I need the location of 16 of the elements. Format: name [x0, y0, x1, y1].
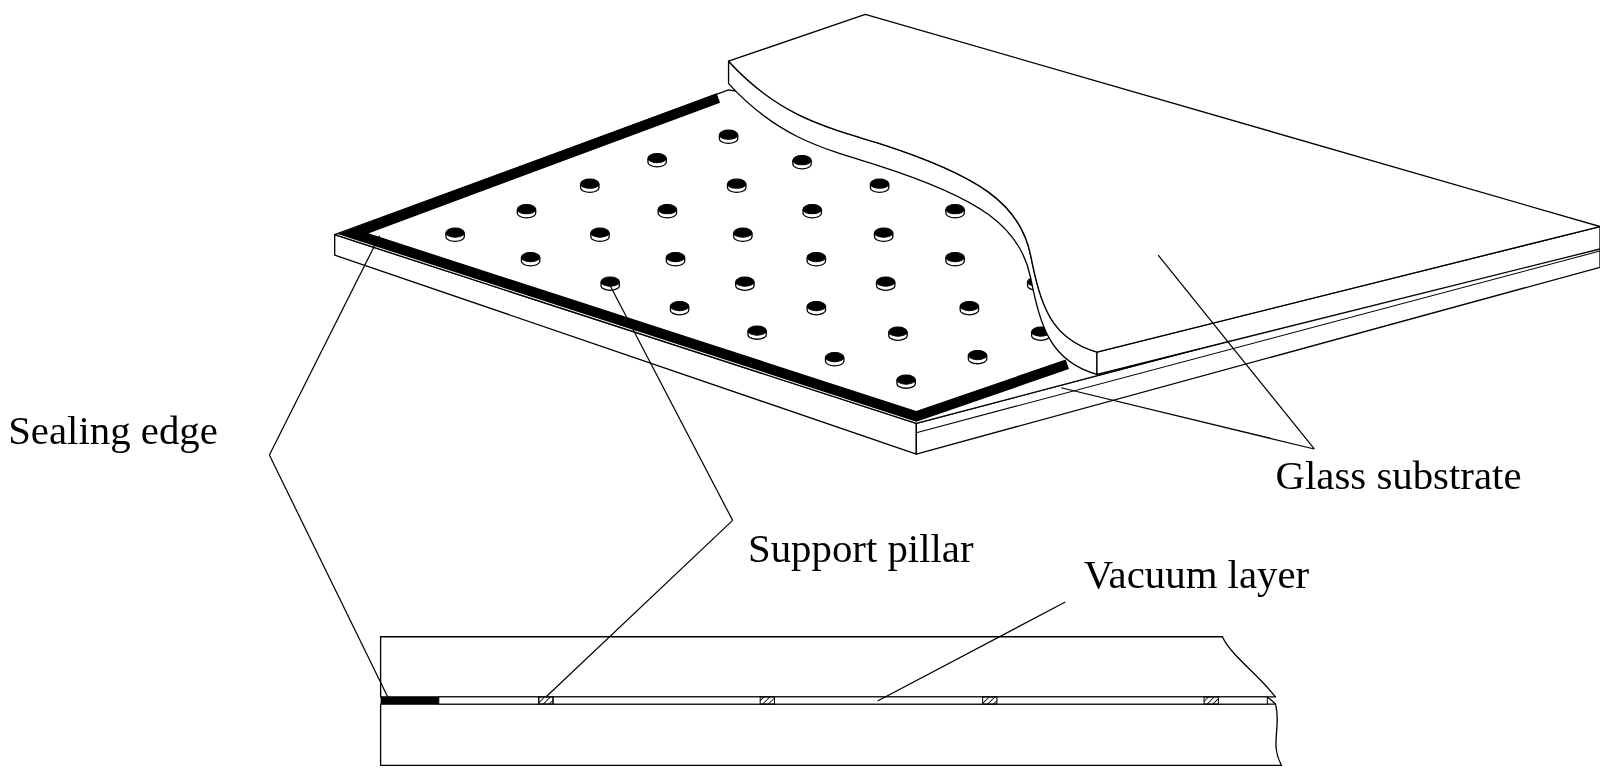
leader-line [268, 454, 389, 698]
part-label: Sealing edge [8, 410, 218, 451]
vacuum-layer [438, 696, 1268, 705]
sealing-edge [380, 696, 439, 705]
leader-line [268, 235, 381, 456]
leader-line [876, 601, 1066, 702]
part-label: Glass substrate [1275, 455, 1522, 496]
part-label: Support pillar [747, 528, 974, 570]
leader-line [1060, 387, 1315, 450]
part-label: Vacuum layer [1083, 554, 1310, 595]
glass-pane [727, 13, 1600, 376]
leader-line [545, 519, 734, 698]
support-pillar [600, 276, 621, 291]
leader-line [1157, 254, 1315, 450]
leader-line [609, 285, 734, 521]
support-pillar [538, 696, 554, 705]
